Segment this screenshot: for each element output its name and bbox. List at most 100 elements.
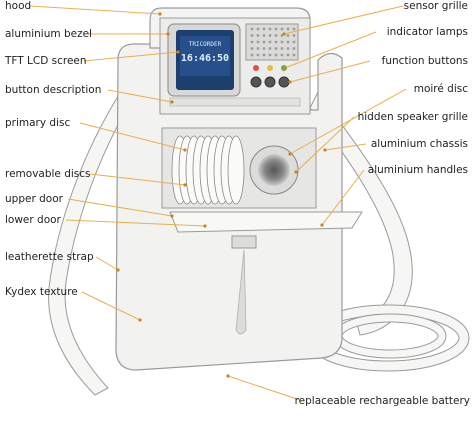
callout-line — [81, 291, 141, 321]
sensor-grille-dots — [250, 27, 296, 57]
callout-dot — [283, 66, 287, 70]
grille-dot — [268, 47, 272, 50]
callout-line — [295, 116, 355, 173]
callout-dot — [323, 148, 327, 152]
grille-dot — [274, 53, 278, 57]
grille-dot — [286, 34, 290, 37]
label-removable-discs: removable discs — [5, 168, 91, 180]
label-leatherette-strap: leatherette strap — [5, 251, 94, 263]
callout-line — [83, 51, 179, 62]
callout-dot — [288, 152, 292, 156]
grille-dot — [280, 47, 284, 50]
label-primary-disc: primary disc — [5, 117, 71, 129]
label-aluminium-chassis: aluminium chassis — [370, 138, 468, 150]
lcd-screen-inner — [180, 36, 230, 76]
grille-dot — [250, 47, 254, 50]
grille-dot — [268, 53, 272, 57]
grille-dot — [256, 34, 260, 37]
grille-dot — [262, 53, 266, 57]
grille-dot — [280, 53, 284, 57]
grille-dot — [286, 53, 290, 57]
callout-lines — [29, 5, 407, 402]
lower-door-crease — [235, 249, 247, 335]
grille-dot — [280, 40, 284, 44]
function-button-1 — [250, 76, 262, 88]
callout-line — [95, 256, 119, 271]
callout-dot — [176, 50, 180, 54]
sensor-grille — [245, 23, 299, 61]
label-replaceable-battery: replaceable rechargeable battery — [294, 395, 470, 407]
callout-line — [283, 5, 404, 35]
callout-dot — [320, 223, 324, 227]
label-lower-door: lower door — [5, 214, 61, 226]
removable-disc — [227, 135, 245, 205]
label-sensor-grille: sensor grille — [403, 0, 468, 12]
grille-dot — [256, 53, 260, 57]
label-function-buttons: function buttons — [381, 55, 468, 67]
label-hidden-speaker-grille: hidden speaker grille — [357, 111, 468, 123]
callout-dot — [183, 183, 187, 187]
grille-dot — [280, 27, 284, 31]
callout-dot — [226, 374, 230, 378]
callout-dot — [170, 100, 174, 104]
callout-dot — [294, 170, 298, 174]
label-upper-door: upper door — [5, 193, 63, 205]
speaker-grille — [258, 154, 290, 186]
grille-dot — [250, 53, 254, 57]
callout-line — [29, 5, 161, 15]
grille-dot — [286, 27, 290, 31]
grille-dot — [292, 53, 296, 57]
callout-dot — [183, 148, 187, 152]
screen-time: 16:46:50 — [181, 53, 229, 64]
callout-line — [321, 169, 365, 226]
callout-line — [79, 122, 186, 151]
callout-line — [107, 89, 173, 103]
grille-dot — [292, 34, 296, 37]
label-aluminium-handles: aluminium handles — [367, 164, 468, 176]
callout-line — [324, 143, 367, 151]
grille-dot — [292, 47, 296, 50]
grille-dot — [286, 47, 290, 50]
callout-dots — [116, 12, 327, 378]
callout-dot — [116, 268, 120, 272]
function-button-2 — [264, 76, 276, 88]
grille-dot — [250, 34, 254, 37]
grille-dot — [262, 34, 266, 37]
strap-left — [48, 89, 133, 396]
screen-brand: TRICORDER — [189, 41, 222, 48]
aluminium-handle — [231, 235, 257, 249]
button-description-strip — [169, 97, 301, 107]
grille-dot — [262, 40, 266, 44]
grille-dot — [274, 47, 278, 50]
callout-dot — [170, 214, 174, 218]
strap-coil-inner-face — [334, 314, 446, 358]
grille-dot — [262, 47, 266, 50]
removable-disc-stack — [171, 135, 245, 205]
callout-line — [227, 375, 304, 402]
grille-dot — [250, 40, 254, 44]
callout-dot — [166, 32, 170, 36]
callout-dot — [158, 12, 162, 16]
grille-dot — [292, 27, 296, 31]
callout-line — [67, 198, 173, 217]
callout-line — [65, 219, 206, 227]
grille-dot — [256, 40, 260, 44]
label-tft-lcd-screen: TFT LCD screen — [5, 55, 87, 67]
callout-dot — [203, 224, 207, 228]
grille-dot — [292, 40, 296, 44]
grille-dot — [268, 34, 272, 37]
indicator-lamp-2 — [267, 65, 273, 71]
label-moire-disc: moiré disc — [413, 83, 468, 95]
label-indicator-lamps: indicator lamps — [386, 26, 468, 38]
callout-dot — [288, 80, 292, 84]
callout-dot — [282, 32, 286, 36]
grille-dot — [274, 34, 278, 37]
grille-dot — [286, 40, 290, 44]
indicator-lamp-1 — [253, 65, 259, 71]
callout-line — [89, 173, 186, 186]
grille-dot — [256, 47, 260, 50]
callout-line — [289, 60, 371, 83]
callout-dot — [138, 318, 142, 322]
